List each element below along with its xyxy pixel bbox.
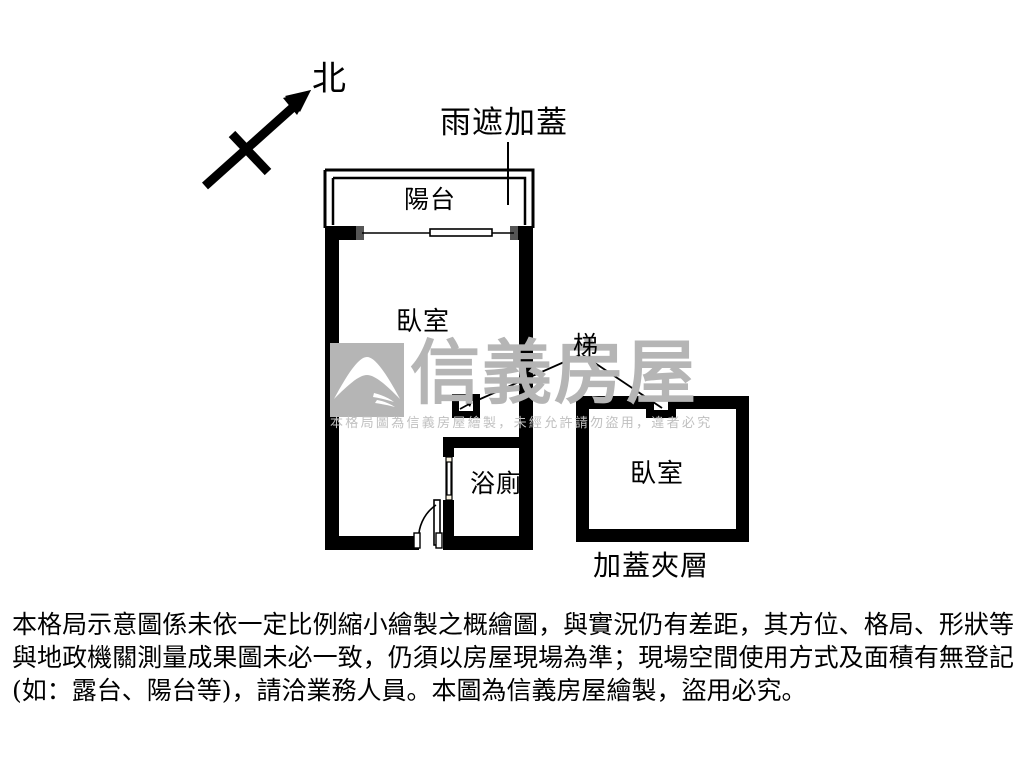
main-unit-walls: [325, 226, 533, 550]
annotation-canopy: 雨遮加蓋: [440, 105, 568, 141]
bathroom-walls: [443, 437, 533, 550]
mezzanine-room-walls: [576, 396, 749, 542]
room-label-bathroom: 浴廁: [470, 469, 523, 498]
balcony-outline: [323, 168, 535, 228]
balcony-sliding-door: [356, 226, 518, 240]
annotation-stairs: 梯: [573, 331, 600, 360]
stair-leader-lines: [477, 354, 663, 409]
room-label-bedroom-mezzanine: 臥室: [630, 459, 685, 489]
north-arrow-icon: [201, 90, 311, 190]
stair-opening-main-icon: [452, 394, 480, 418]
bathroom-sliding-door: [445, 456, 453, 501]
room-label-bedroom-main: 臥室: [396, 307, 451, 337]
room-label-balcony: 陽台: [404, 185, 457, 214]
caption-mezzanine: 加蓋夾層: [593, 549, 710, 582]
disclaimer-text: 本格局示意圖係未依一定比例縮小繪製之概繪圖，與實況仍有差距，其方位、格局、形狀等…: [12, 610, 1014, 705]
disclaimer-block: 本格局示意圖係未依一定比例縮小繪製之概繪圖，與實況仍有差距，其方位、格局、形狀等…: [12, 608, 1014, 707]
entry-door: [413, 499, 443, 549]
compass-label-north: 北: [312, 59, 347, 99]
